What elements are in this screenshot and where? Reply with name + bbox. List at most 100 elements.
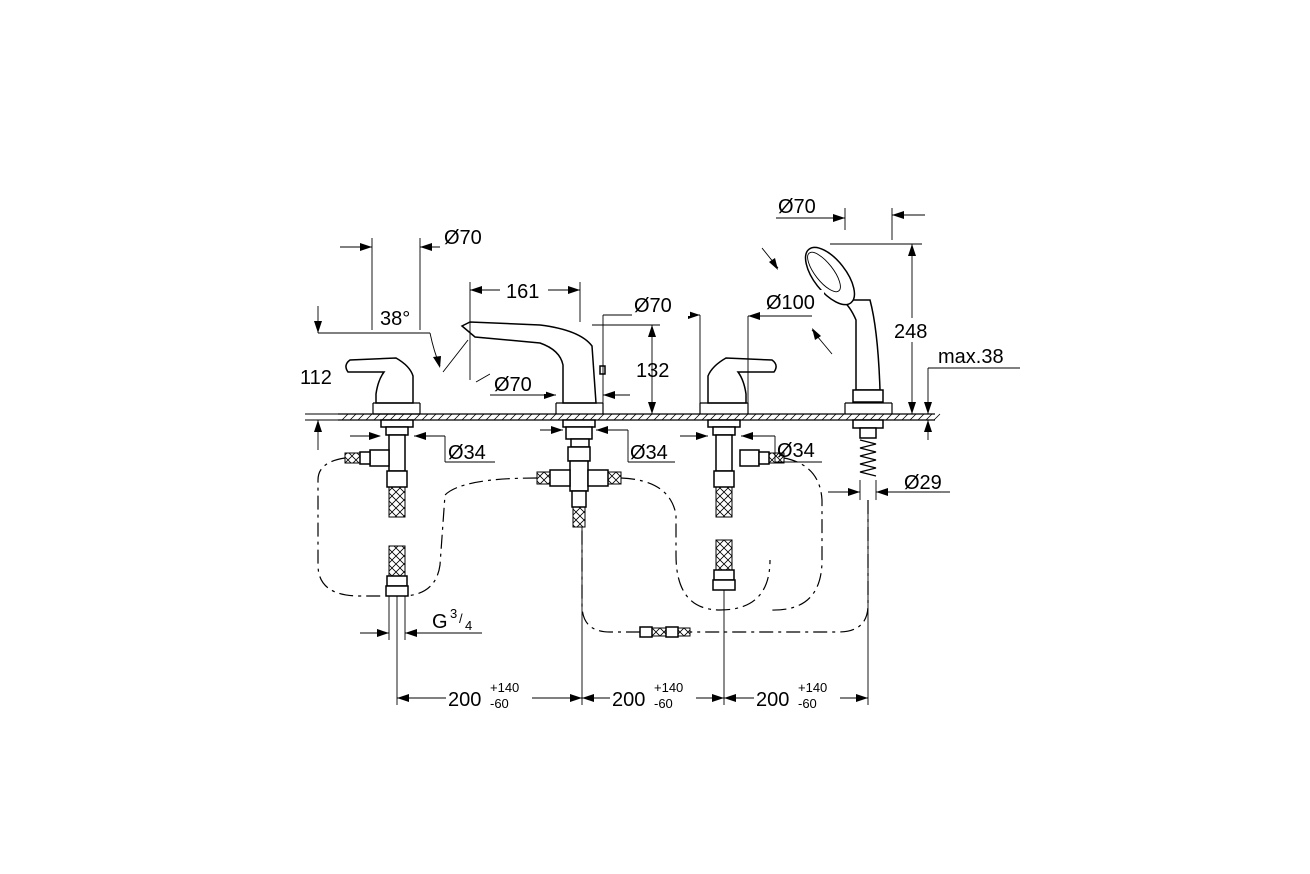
deck-hatch-line xyxy=(637,413,645,421)
deck-hatch-line xyxy=(861,413,869,421)
deck-hatch-line xyxy=(893,413,901,421)
label-shank-right: Ø34 xyxy=(777,440,815,462)
deck-hatch-line xyxy=(533,413,541,421)
deck-hatch-line xyxy=(661,413,669,421)
deck-hatch-line xyxy=(933,413,941,421)
deck-hatch-line xyxy=(453,413,461,421)
deck-hatch-line xyxy=(645,413,653,421)
deck-hatch-line xyxy=(701,413,709,421)
deck-hatch-line xyxy=(485,413,493,421)
deck-hatch-line xyxy=(437,413,445,421)
deck-hatch-line xyxy=(509,413,517,421)
label-spacing-2-minus: -60 xyxy=(654,696,673,711)
left-valve-handle xyxy=(344,357,421,518)
deck-hatch-line xyxy=(629,413,637,421)
deck-hatch-line xyxy=(381,413,389,421)
deck-hatch-line xyxy=(925,413,933,421)
label-max-deck-thickness: max.38 xyxy=(938,346,1004,368)
hand-shower xyxy=(804,246,893,477)
deck-hatch-line xyxy=(685,413,693,421)
deck-hatch-line xyxy=(789,413,797,421)
right-valve-handle xyxy=(699,357,785,518)
deck-hatch-line xyxy=(501,413,509,421)
deck-hatch-line xyxy=(373,413,381,421)
deck-hatch-line xyxy=(821,413,829,421)
deck-hatch-line xyxy=(429,413,437,421)
deck-hatch-line xyxy=(605,413,613,421)
label-spout-outlet-diameter: Ø70 xyxy=(444,227,482,249)
label-spacing-1-minus: -60 xyxy=(490,696,509,711)
deck-hatch-line xyxy=(341,413,349,421)
deck-hatch-line xyxy=(621,413,629,421)
deck-hatch-line xyxy=(837,413,845,421)
label-spacing-2-plus: +140 xyxy=(654,680,683,695)
deck-hatch-line xyxy=(541,413,549,421)
deck-hatch-line xyxy=(421,413,429,421)
deck-hatch-line xyxy=(781,413,789,421)
deck-hatch-line xyxy=(725,413,733,421)
deck-hatch-line xyxy=(677,413,685,421)
deck-hatch-line xyxy=(461,413,469,421)
bath-spout xyxy=(460,321,622,528)
deck-hatch-line xyxy=(397,413,405,421)
label-handle-height: 112 xyxy=(300,367,332,389)
deck-hatch-line xyxy=(733,413,741,421)
label-shank-left: Ø34 xyxy=(448,442,486,464)
label-thread-slash: / xyxy=(459,611,463,626)
deck-hatch-line xyxy=(917,413,925,421)
label-spacing-1-base: 200 xyxy=(448,689,481,711)
deck-hatch-line xyxy=(773,413,781,421)
deck-hatch-line xyxy=(853,413,861,421)
deck-hatch-line xyxy=(565,413,573,421)
label-thread-numerator: 3 xyxy=(450,606,457,621)
label-spacing-3-base: 200 xyxy=(756,689,789,711)
deck-hatch-line xyxy=(877,413,885,421)
deck-hatch-line xyxy=(717,413,725,421)
label-hand-shower-head-diameter: Ø70 xyxy=(778,196,816,218)
label-spacing-3-minus: -60 xyxy=(798,696,817,711)
deck-hatch-line xyxy=(413,413,421,421)
label-spout-base-diameter: Ø70 xyxy=(494,374,532,396)
deck-hatch-line xyxy=(885,413,893,421)
deck-hatch-line xyxy=(557,413,565,421)
connection-hoses xyxy=(317,457,869,638)
deck-hatch-line xyxy=(757,413,765,421)
dimension-labels: Ø70 161 38° 112 Ø70 132 Ø70 Ø70 Ø100 248… xyxy=(300,196,1004,711)
deck-plate xyxy=(305,413,941,421)
deck-hatch-line xyxy=(813,413,821,421)
deck-hatch-line xyxy=(797,413,805,421)
deck-hatch-line xyxy=(901,413,909,421)
deck-hatch-line xyxy=(389,413,397,421)
deck-hatch-line xyxy=(909,413,917,421)
label-shank-center: Ø34 xyxy=(630,442,668,464)
deck-hatch-line xyxy=(741,413,749,421)
label-spacing-2-base: 200 xyxy=(612,689,645,711)
deck-hatch-line xyxy=(845,413,853,421)
deck-hatch-line xyxy=(581,413,589,421)
deck-hatch-line xyxy=(805,413,813,421)
deck-hatch-line xyxy=(613,413,621,421)
deck-hatch-line xyxy=(597,413,605,421)
deck-hatch-line xyxy=(589,413,597,421)
deck-hatch-line xyxy=(493,413,501,421)
label-hose-guide-diameter: Ø29 xyxy=(904,472,942,494)
deck-hatch-line xyxy=(829,413,837,421)
deck-hatch-line xyxy=(365,413,373,421)
label-spout-rosette-diameter: Ø70 xyxy=(634,295,672,317)
deck-hatch-line xyxy=(477,413,485,421)
label-spout-reach: 161 xyxy=(506,281,539,303)
deck-hatch-line xyxy=(693,413,701,421)
deck-hatch-line xyxy=(573,413,581,421)
deck-hatch-line xyxy=(869,413,877,421)
deck-hatch-line xyxy=(357,413,365,421)
label-spacing-3-plus: +140 xyxy=(798,680,827,695)
label-connection-thread: G xyxy=(432,611,448,633)
deck-hatch-line xyxy=(445,413,453,421)
deck-hatch-line xyxy=(709,413,717,421)
deck-hatch-line xyxy=(549,413,557,421)
label-hand-shower-height: 248 xyxy=(894,321,927,343)
label-hand-shower-diameter: Ø100 xyxy=(766,292,815,314)
deck-hatch-line xyxy=(517,413,525,421)
deck-hatch-line xyxy=(653,413,661,421)
deck-hatch-line xyxy=(525,413,533,421)
